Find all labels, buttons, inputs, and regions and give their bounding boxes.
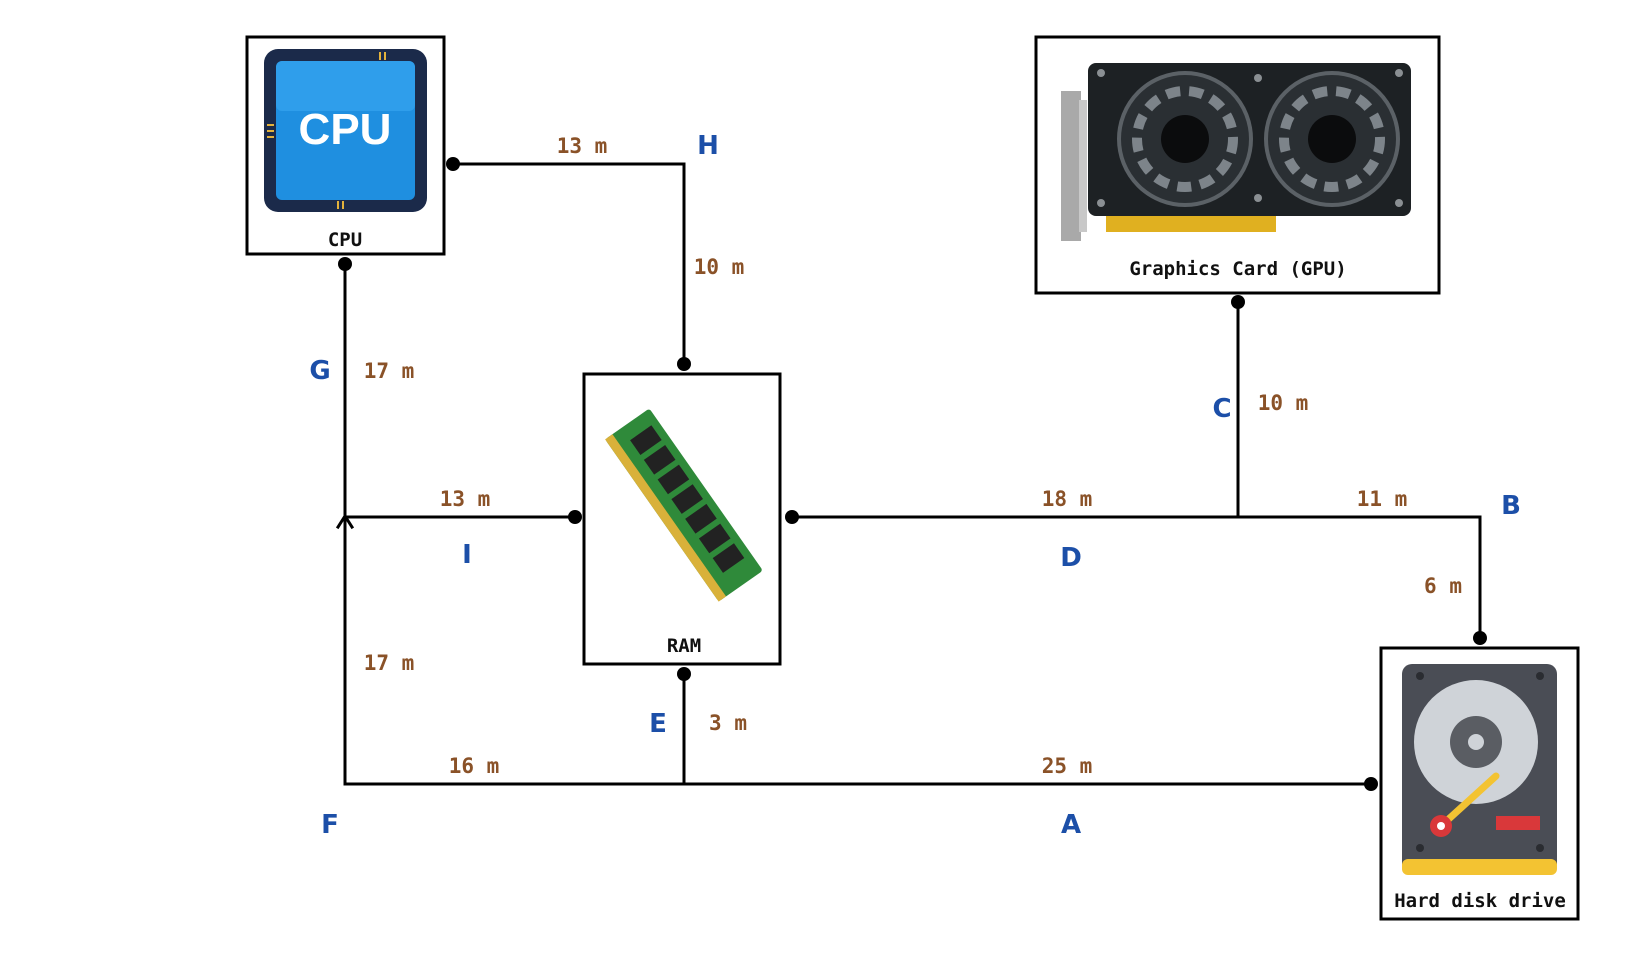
segment-letter-f: F <box>321 810 339 840</box>
cpu-icon: CPU <box>264 49 427 212</box>
segment-letter-c: C <box>1212 394 1231 424</box>
wire-b <box>1236 515 1482 640</box>
dist-d: 18 m <box>1042 487 1093 511</box>
wire-h <box>451 162 686 366</box>
dot-ram-right <box>785 510 799 524</box>
dot-cpu-bottom <box>338 257 352 271</box>
cpu-label: CPU <box>328 229 362 251</box>
ram-node: RAM <box>582 372 782 666</box>
ram-label: RAM <box>667 635 701 657</box>
dist-b-vertical: 6 m <box>1424 574 1462 598</box>
dot-ram-left <box>568 510 582 524</box>
dist-b-horizontal: 11 m <box>1357 487 1408 511</box>
cpu-node: CPU CPU <box>245 35 446 256</box>
graphics-card-icon <box>1061 63 1411 241</box>
hard-disk-icon <box>1402 664 1557 875</box>
dot-hdd-left <box>1364 777 1378 791</box>
junction-arrow <box>335 513 355 530</box>
dist-f-vertical: 17 m <box>364 651 415 675</box>
gpu-node: Graphics Card (GPU) <box>1034 35 1441 295</box>
segment-letter-h: H <box>697 131 719 161</box>
dist-a: 25 m <box>1042 754 1093 778</box>
dist-h-vertical: 10 m <box>694 255 745 279</box>
dist-g: 17 m <box>364 359 415 383</box>
gpu-label: Graphics Card (GPU) <box>1129 258 1346 280</box>
connection-dots <box>338 157 1487 791</box>
segment-letter-d: D <box>1060 543 1082 573</box>
segment-letter-i: I <box>462 540 472 570</box>
ram-stick-icon <box>605 409 762 602</box>
hdd-label: Hard disk drive <box>1394 890 1566 912</box>
wire-f <box>343 515 686 786</box>
cpu-chip-text: CPU <box>299 105 392 154</box>
distance-labels: 13 m 10 m 17 m 13 m 18 m 10 m 11 m 6 m 1… <box>364 134 1462 778</box>
segment-letter-e: E <box>649 709 667 739</box>
segment-letters: H G I D C B E F A <box>309 131 1521 840</box>
dist-c: 10 m <box>1258 391 1309 415</box>
segment-letter-b: B <box>1501 491 1521 521</box>
dist-i: 13 m <box>440 487 491 511</box>
dist-f-horizontal: 16 m <box>449 754 500 778</box>
segment-letter-a: A <box>1061 810 1081 840</box>
wires <box>335 162 1482 786</box>
dot-gpu-bottom <box>1231 295 1245 309</box>
dot-ram-top <box>677 357 691 371</box>
dist-h-horizontal: 13 m <box>557 134 608 158</box>
dot-hdd-top <box>1473 631 1487 645</box>
hdd-node: Hard disk drive <box>1379 646 1580 921</box>
dot-ram-bottom <box>677 667 691 681</box>
dist-e: 3 m <box>709 711 747 735</box>
dot-cpu-right <box>446 157 460 171</box>
segment-letter-g: G <box>309 356 330 386</box>
